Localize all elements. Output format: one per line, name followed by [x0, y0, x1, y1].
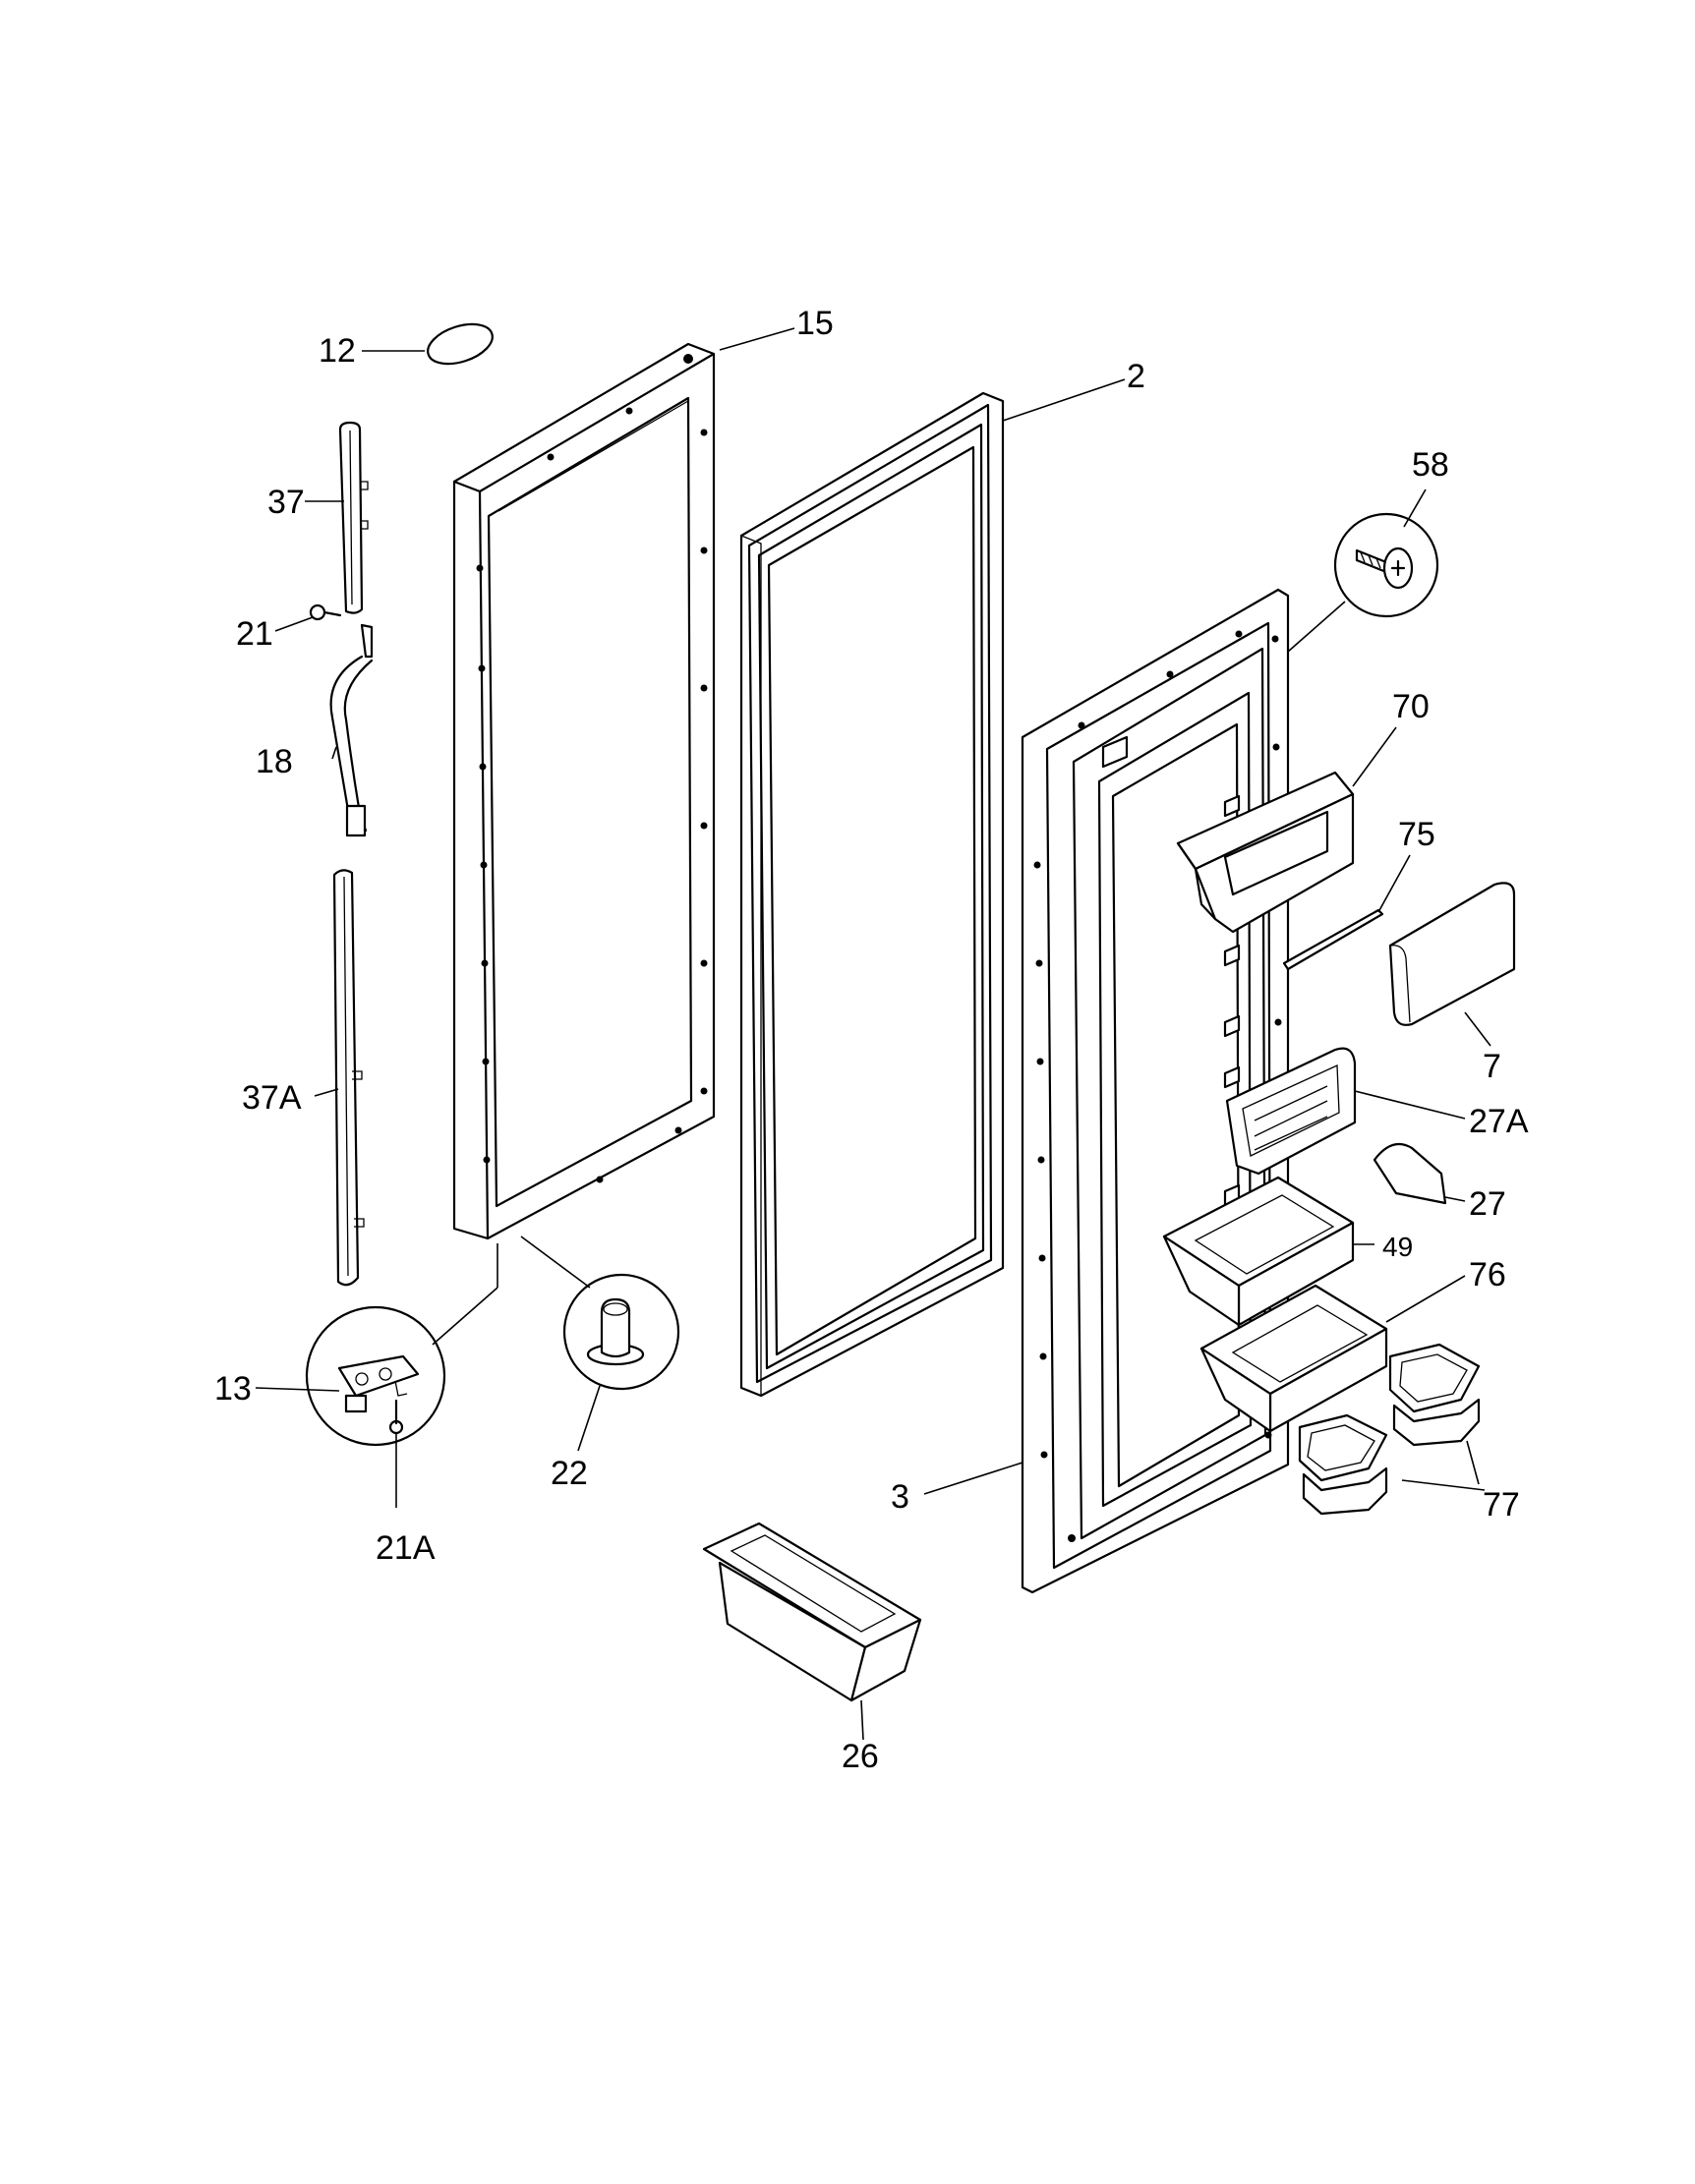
callout-22: 22: [551, 1455, 588, 1492]
part-26-crisper-pan: [702, 1522, 922, 1702]
callout-70: 70: [1392, 688, 1430, 725]
part-76-door-bin: [1199, 1284, 1388, 1433]
callout-75: 75: [1398, 816, 1435, 853]
callout-37A: 37A: [242, 1079, 302, 1117]
callout-12: 12: [319, 332, 356, 370]
part-22-bushing: [562, 1273, 680, 1391]
callout-13: 13: [214, 1370, 252, 1408]
callout-77: 77: [1483, 1486, 1520, 1523]
callout-21A: 21A: [376, 1529, 436, 1567]
part-77-egg-trays: [1298, 1343, 1481, 1516]
part-70-upper-bin: [1176, 771, 1355, 934]
part-27-hinge-wire: [1373, 1142, 1447, 1205]
callout-15: 15: [796, 305, 834, 342]
part-27A-dairy-door: [1225, 1047, 1357, 1176]
callout-26: 26: [842, 1738, 879, 1775]
part-7-cover: [1388, 882, 1516, 1026]
callout-2: 2: [1127, 358, 1145, 395]
part-49-door-bin: [1162, 1176, 1355, 1327]
callout-27A: 27A: [1469, 1103, 1529, 1140]
leader-lines: [255, 327, 1491, 1741]
part-12-oval-badge: [427, 322, 494, 366]
callout-3: 3: [891, 1478, 909, 1516]
part-13-hinge-bracket: [305, 1305, 446, 1447]
callout-58: 58: [1412, 446, 1449, 484]
part-2-door-gasket: [739, 391, 1005, 1398]
part-37A-long-handle-trim: [332, 869, 365, 1287]
callout-21: 21: [236, 615, 273, 653]
callout-76: 76: [1469, 1256, 1506, 1293]
callout-27: 27: [1469, 1185, 1506, 1223]
part-75-rod: [1282, 908, 1384, 971]
part-21-screw: [309, 603, 342, 621]
callout-18: 18: [256, 743, 293, 780]
part-18-handle: [329, 623, 374, 837]
callout-37: 37: [267, 484, 305, 521]
part-58-screw: [1333, 512, 1439, 618]
callout-labels: 12 15 37 21 18 37A 13 21A 22 2 58 70 75 …: [214, 305, 1529, 1775]
callout-7: 7: [1483, 1048, 1501, 1085]
part-15-door-frame: [452, 342, 716, 1240]
part-37-handle-trim: [338, 421, 369, 614]
callout-49: 49: [1382, 1232, 1413, 1262]
